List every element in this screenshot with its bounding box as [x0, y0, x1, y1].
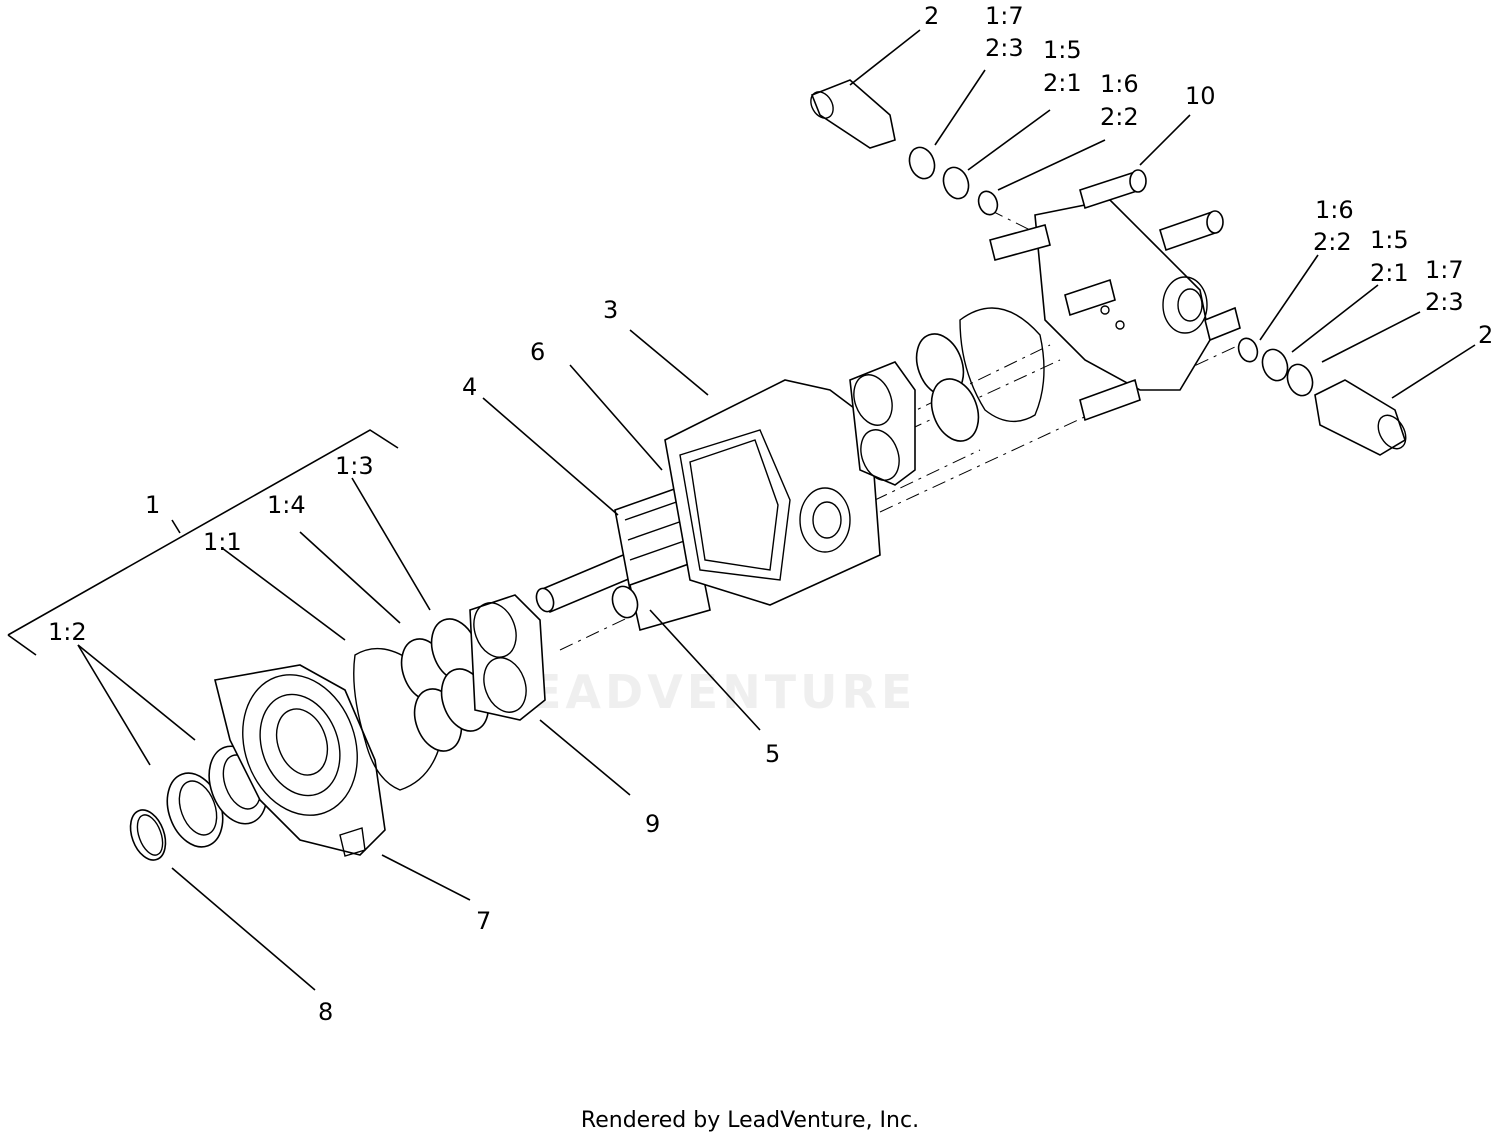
callout-1-2: 1:2	[48, 618, 87, 646]
callout-7: 7	[476, 907, 491, 935]
callout-10: 10	[1185, 82, 1216, 110]
callout-1-3: 1:3	[335, 452, 374, 480]
callout-2-right: 2	[1478, 321, 1493, 349]
callout-1-7-right: 1:7	[1425, 256, 1464, 284]
callout-1-1: 1:1	[203, 528, 242, 556]
watermark: EADVENTURE	[530, 665, 916, 719]
callout-1-7-top: 1:7	[985, 2, 1024, 30]
callout-1: 1	[145, 491, 160, 519]
rear-cover-part	[1034, 199, 1211, 391]
callout-4: 4	[462, 373, 477, 401]
housing-oring-part	[689, 439, 779, 571]
rear-bearing-block-part	[849, 333, 980, 486]
callout-2-3-right: 2:3	[1425, 288, 1464, 316]
callout-1-4: 1:4	[267, 491, 306, 519]
callout-2-3-top: 2:3	[985, 34, 1024, 62]
bolts-part	[989, 169, 1241, 422]
callout-1-6-right: 1:6	[1315, 196, 1354, 224]
callout-2-1-top: 2:1	[1043, 69, 1082, 97]
front-cover-part	[214, 664, 386, 857]
shaft-seal-part	[166, 745, 268, 848]
callout-9: 9	[645, 810, 660, 838]
callout-1-5-right: 1:5	[1370, 226, 1409, 254]
callout-1-5-top: 1:5	[1043, 36, 1082, 64]
relief-valve-top-part	[810, 79, 999, 216]
callout-3: 3	[603, 296, 618, 324]
footer-credit: Rendered by LeadVenture, Inc.	[580, 1108, 920, 1133]
seal-plate-part	[400, 618, 490, 752]
callout-2-1-right: 2:1	[1370, 259, 1409, 287]
bearing-block-part	[469, 594, 546, 721]
callout-2-2-top: 2:2	[1100, 103, 1139, 131]
rear-gasket-part	[959, 307, 1045, 423]
callout-labels: 1 1:1 1:2 1:3 1:4 4 6 3 5 9 7 8 2 1:7 2:…	[48, 2, 1493, 1026]
assembly-bracket	[7, 429, 399, 656]
callout-6: 6	[530, 338, 545, 366]
callout-2-2-right: 2:2	[1313, 228, 1352, 256]
callout-5: 5	[765, 740, 780, 768]
callout-8: 8	[318, 998, 333, 1026]
retaining-ring-part	[129, 809, 167, 861]
relief-valve-right-part	[1237, 337, 1407, 456]
callout-1-6-top: 1:6	[1100, 70, 1139, 98]
callout-2-top: 2	[924, 2, 939, 30]
leader-lines	[77, 29, 1476, 991]
gear-housing-part	[664, 379, 881, 606]
